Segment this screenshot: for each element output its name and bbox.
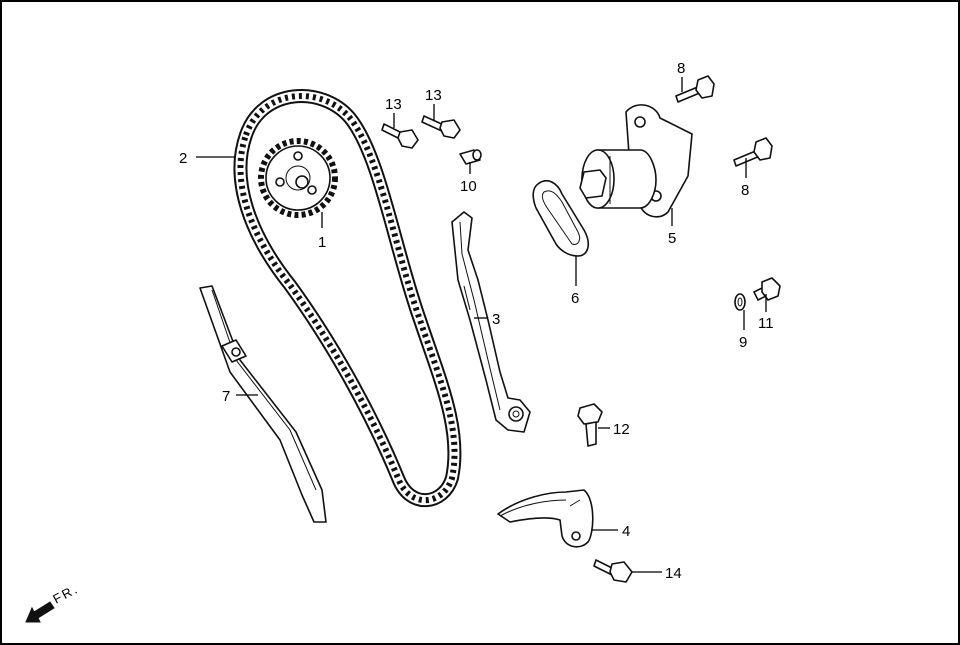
tensioner-gasket xyxy=(532,179,590,257)
callout-3: 3 xyxy=(492,311,500,328)
cam-sprocket xyxy=(258,138,338,218)
tensioner-lifter xyxy=(579,104,693,218)
callout-labels: 1 2 3 4 5 6 7 8 8 9 10 11 12 13 13 14 xyxy=(179,60,774,582)
callout-5: 5 xyxy=(668,230,676,247)
callout-12: 12 xyxy=(613,421,630,438)
callout-4: 4 xyxy=(622,523,630,540)
tensioner-bolt-lower xyxy=(733,137,773,167)
tensioner-slipper xyxy=(451,211,531,433)
sealing-washer xyxy=(734,293,746,311)
sprocket-bolt-left xyxy=(381,123,419,149)
tensioner-bracket xyxy=(497,489,594,548)
sprocket-bolt-right xyxy=(421,115,461,139)
callout-13-left: 13 xyxy=(385,96,402,113)
front-direction-arrow-icon xyxy=(25,601,55,623)
tensioner-bolt-upper xyxy=(675,75,715,103)
callout-9: 9 xyxy=(739,334,747,351)
callout-1: 1 xyxy=(318,234,326,251)
callout-13-right: 13 xyxy=(425,87,442,104)
callout-7: 7 xyxy=(222,388,230,405)
callout-6: 6 xyxy=(571,290,579,307)
leader-lines xyxy=(196,77,767,573)
callout-2: 2 xyxy=(179,150,187,167)
callout-8-upper: 8 xyxy=(677,60,685,77)
callout-14: 14 xyxy=(665,565,682,582)
cam-chain xyxy=(233,89,462,508)
callout-8-lower: 8 xyxy=(741,182,749,199)
cam-chain-guide xyxy=(199,285,327,523)
callout-10: 10 xyxy=(460,178,477,195)
bracket-bolt xyxy=(593,559,633,583)
guide-bolt xyxy=(577,403,603,447)
callout-11: 11 xyxy=(758,315,774,332)
dowel-pin xyxy=(459,149,482,165)
